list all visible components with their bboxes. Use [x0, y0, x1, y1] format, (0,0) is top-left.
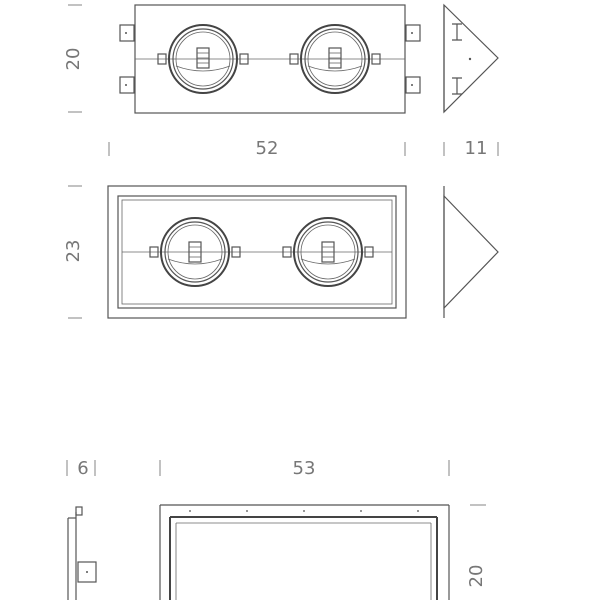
- bottom-side-profile: [67, 506, 97, 600]
- dimension-bottom-depth: 6: [66, 458, 96, 479]
- mounting-tab-right-upper: [405, 24, 421, 42]
- mounting-tab-left-lower: [119, 76, 135, 94]
- mounting-tab-left-upper: [119, 24, 135, 42]
- dimension-bottom-width: 53: [159, 458, 450, 479]
- mounting-tab-right-lower: [405, 76, 421, 94]
- dimension-label-middle-height: 23: [63, 240, 84, 263]
- middle-front-view: [107, 185, 407, 319]
- dimension-top-depth: 11: [443, 138, 499, 159]
- spotlight-ring-middle-right: [282, 217, 374, 287]
- dimension-top-width: 52: [108, 138, 406, 159]
- dimension-label-top-height: 20: [63, 48, 84, 71]
- dimension-bottom-height: 20: [466, 504, 487, 588]
- dimension-label-bottom-height: 20: [466, 565, 487, 588]
- middle-side-profile: [443, 186, 499, 318]
- spotlight-ring-middle-left: [149, 217, 241, 287]
- middle-frame-outer: [107, 185, 407, 319]
- spotlight-ring-left: [157, 24, 249, 94]
- top-front-view: [119, 4, 421, 114]
- bottom-front-view: [159, 504, 450, 600]
- middle-frame-inner: [117, 195, 397, 309]
- dimension-top-height: 20: [63, 4, 84, 113]
- dimension-middle-height: 23: [63, 185, 84, 319]
- bottom-mounting-tab: [77, 561, 97, 583]
- dimension-label-top-depth: 11: [465, 138, 488, 159]
- top-side-profile: [443, 3, 499, 114]
- dimension-label-bottom-depth: 6: [77, 458, 88, 479]
- spotlight-ring-right: [289, 24, 381, 94]
- dimension-label-top-width: 52: [256, 138, 279, 159]
- dimension-label-bottom-width: 53: [293, 458, 316, 479]
